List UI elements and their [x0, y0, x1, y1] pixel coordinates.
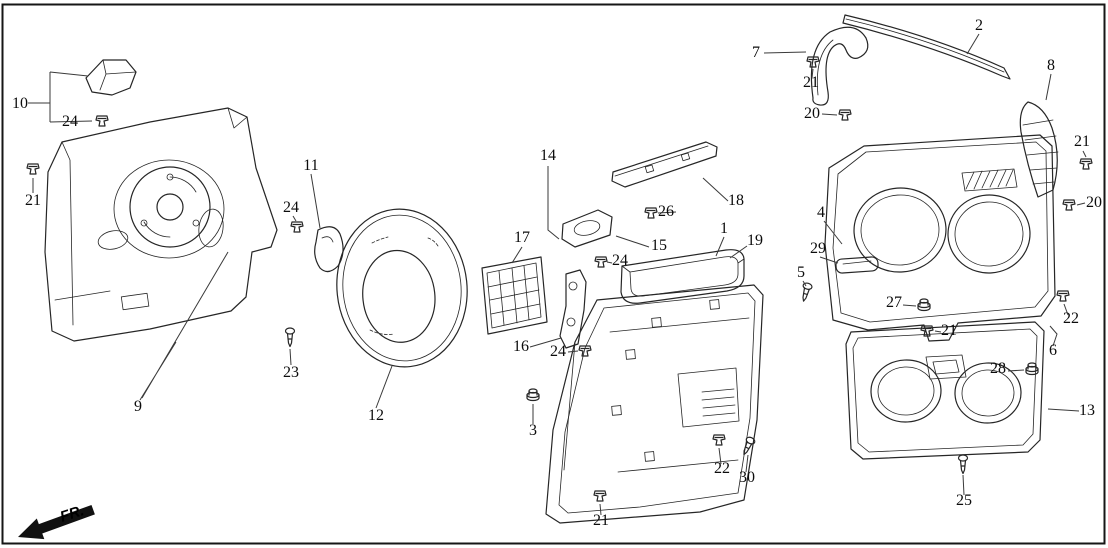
part-corner-bracket	[85, 59, 137, 96]
callout-22-a: 22	[714, 460, 730, 477]
part-rear-side-panel	[545, 284, 764, 524]
callout-24-c: 24	[550, 343, 566, 360]
grommet-icon	[526, 388, 540, 402]
screw-icon	[739, 435, 757, 458]
clip-icon	[290, 221, 304, 233]
fr-label: FR.	[58, 502, 86, 526]
callout-8: 8	[1047, 57, 1055, 74]
callout-20-b: 20	[1086, 194, 1102, 211]
callout-30: 30	[739, 469, 755, 486]
callout-27: 27	[886, 294, 902, 311]
screw-icon	[284, 327, 296, 348]
part-tailgate-upper-lining	[824, 134, 1056, 342]
callout-5: 5	[797, 264, 805, 281]
callout-14: 14	[540, 147, 556, 164]
callout-4: 4	[817, 204, 825, 221]
callout-20-a: 20	[804, 105, 820, 122]
callout-7: 7	[752, 44, 760, 61]
part-upper-trim-strip	[611, 141, 718, 188]
leader-lines	[28, 33, 1087, 516]
part-roof-molding	[842, 14, 1011, 80]
callout-21-a: 21	[25, 192, 41, 209]
diagram-border	[1, 3, 1106, 545]
part-assist-grip	[810, 26, 869, 106]
callout-18: 18	[728, 192, 744, 209]
clip-icon	[594, 256, 608, 268]
callout-13: 13	[1079, 402, 1095, 419]
part-spare-tire-cover	[336, 208, 468, 368]
callout-24-a: 24	[62, 113, 78, 130]
clip-icon	[644, 207, 658, 219]
callout-24-d: 24	[612, 252, 628, 269]
part-vent-grille	[481, 256, 548, 335]
callout-9: 9	[134, 398, 142, 415]
clip-icon	[1079, 158, 1093, 170]
clip-icon	[1062, 199, 1076, 211]
clip-icon	[712, 434, 726, 446]
callout-11: 11	[303, 157, 318, 174]
callout-26: 26	[658, 203, 674, 220]
clip-icon	[1056, 290, 1070, 302]
callout-23: 23	[283, 364, 299, 381]
callout-6: 6	[1049, 342, 1057, 359]
callout-16: 16	[513, 338, 529, 355]
callout-22-b: 22	[1063, 310, 1079, 327]
fr-direction-indicator: FR.	[18, 502, 95, 540]
clip-icon	[593, 490, 607, 502]
part-pull-handle	[835, 256, 879, 274]
callout-10: 10	[12, 95, 28, 112]
grommet-icon	[917, 298, 931, 312]
part-quarter-panel-lining	[44, 107, 278, 342]
fr-arrow-icon	[18, 504, 95, 540]
clip-icon	[26, 163, 40, 175]
part-cap	[561, 209, 613, 248]
clip-icon	[95, 115, 109, 127]
part-tailgate-lower-lining	[845, 321, 1045, 460]
screw-icon	[957, 454, 969, 475]
callout-3: 3	[529, 422, 537, 439]
callout-21-c: 21	[803, 74, 819, 91]
callout-21-d: 21	[1074, 133, 1090, 150]
callout-24-b: 24	[283, 199, 299, 216]
grommet-icon	[1025, 362, 1039, 376]
callout-21-b: 21	[593, 512, 609, 529]
part-pillar-garnish	[1019, 101, 1059, 198]
part-side-tray	[620, 249, 745, 304]
clip-icon	[838, 109, 852, 121]
callout-17: 17	[514, 229, 530, 246]
callout-19: 19	[747, 232, 763, 249]
callout-21-e: 21	[941, 322, 957, 339]
callout-25: 25	[956, 492, 972, 509]
callout-15: 15	[651, 237, 667, 254]
callout-1: 1	[720, 220, 728, 237]
callout-28: 28	[990, 360, 1006, 377]
callouts: 10 24 21 11 24 23 9 12 14 17 16 24 15 24…	[12, 17, 1102, 529]
callout-29: 29	[810, 240, 826, 257]
fasteners	[26, 56, 1093, 502]
part-bracket-strip	[559, 269, 587, 349]
callout-12: 12	[368, 407, 384, 424]
callout-2: 2	[975, 17, 983, 34]
